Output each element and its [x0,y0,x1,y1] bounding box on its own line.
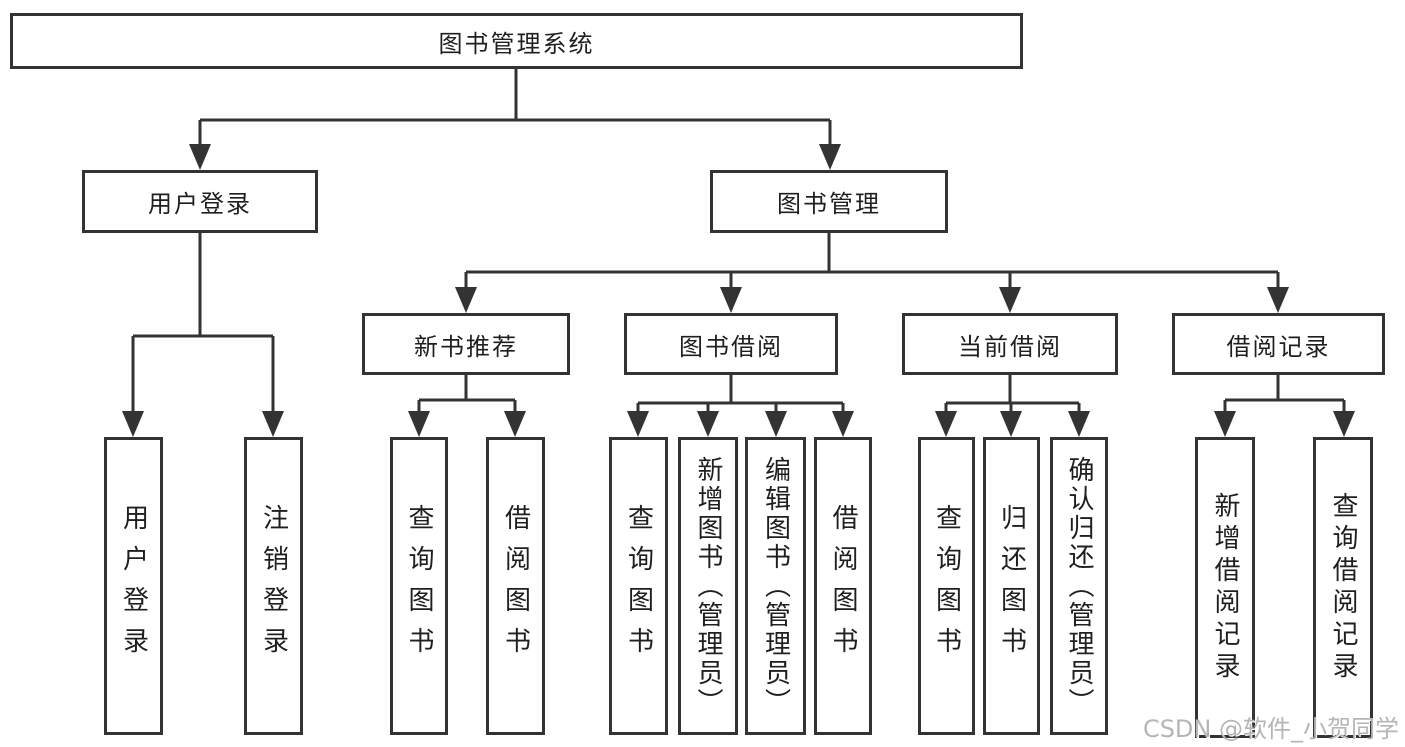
node-user-login-label: 用户登录 [148,190,252,218]
node-current-borrowing: 当前借阅 [902,313,1118,375]
leaf-query-books-current: 查询图书 [918,437,975,735]
edge-current-borrowing-to-leaves [944,375,1081,414]
node-borrowing-records-label: 借阅记录 [1226,332,1331,361]
leaf-add-books-admin-label: 新增图书（管理员） [693,455,723,717]
edge-new-book-to-leaves [417,375,517,414]
node-book-management-label: 图书管理 [777,190,881,218]
edge-book-borrowing-to-leaves [636,375,845,414]
edge-borrowing-records-to-leaves [1223,375,1346,414]
leaf-query-books-recommend: 查询图书 [390,437,448,735]
node-current-borrowing-label: 当前借阅 [958,332,1062,361]
leaf-borrow-books: 借阅图书 [814,437,872,735]
node-borrowing-records: 借阅记录 [1172,313,1385,375]
leaf-logout: 注销登录 [244,437,303,735]
node-book-borrowing: 图书借阅 [624,313,838,375]
edge-root-to-level2 [198,69,832,148]
leaf-confirm-return-admin: 确认归还（管理员） [1050,437,1108,735]
edge-book-management-to-level3 [464,232,1280,290]
leaf-borrow-books-recommend: 借阅图书 [486,437,545,735]
node-new-book-recommendation-label: 新书推荐 [414,332,518,361]
leaf-user-login-label: 用户登录 [118,504,149,668]
leaf-query-books-borrow: 查询图书 [609,437,668,735]
leaf-query-books-recommend-label: 查询图书 [404,504,434,668]
leaf-query-books-current-label: 查询图书 [931,504,962,668]
leaf-query-borrow-record-label: 查询借阅记录 [1328,491,1358,684]
leaf-borrow-books-recommend-label: 借阅图书 [500,504,531,668]
leaf-edit-books-admin-label: 编辑图书（管理员） [760,455,791,717]
node-root-label: 图书管理系统 [438,29,595,58]
leaf-user-login: 用户登录 [104,437,163,735]
node-user-login: 用户登录 [82,170,318,233]
leaf-return-books: 归还图书 [983,437,1040,735]
leaf-query-books-borrow-label: 查询图书 [623,504,654,668]
leaf-confirm-return-admin-label: 确认归还（管理员） [1064,455,1094,717]
node-new-book-recommendation: 新书推荐 [362,313,570,375]
node-book-borrowing-label: 图书借阅 [679,332,783,361]
edge-user-login-to-leaves [131,232,275,414]
leaf-edit-books-admin: 编辑图书（管理员） [745,437,806,735]
leaf-add-borrow-record: 新增借阅记录 [1195,437,1255,738]
leaf-logout-label: 注销登录 [258,504,289,668]
csdn-watermark: CSDN @软件_小贺同学 [1142,715,1399,743]
leaf-query-borrow-record: 查询借阅记录 [1313,437,1373,738]
leaf-add-books-admin: 新增图书（管理员） [678,437,738,735]
leaf-borrow-books-label: 借阅图书 [828,504,858,668]
leaf-return-books-label: 归还图书 [996,504,1027,668]
node-root: 图书管理系统 [10,13,1023,69]
node-book-management: 图书管理 [710,170,948,233]
leaf-add-borrow-record-label: 新增借阅记录 [1210,491,1240,684]
